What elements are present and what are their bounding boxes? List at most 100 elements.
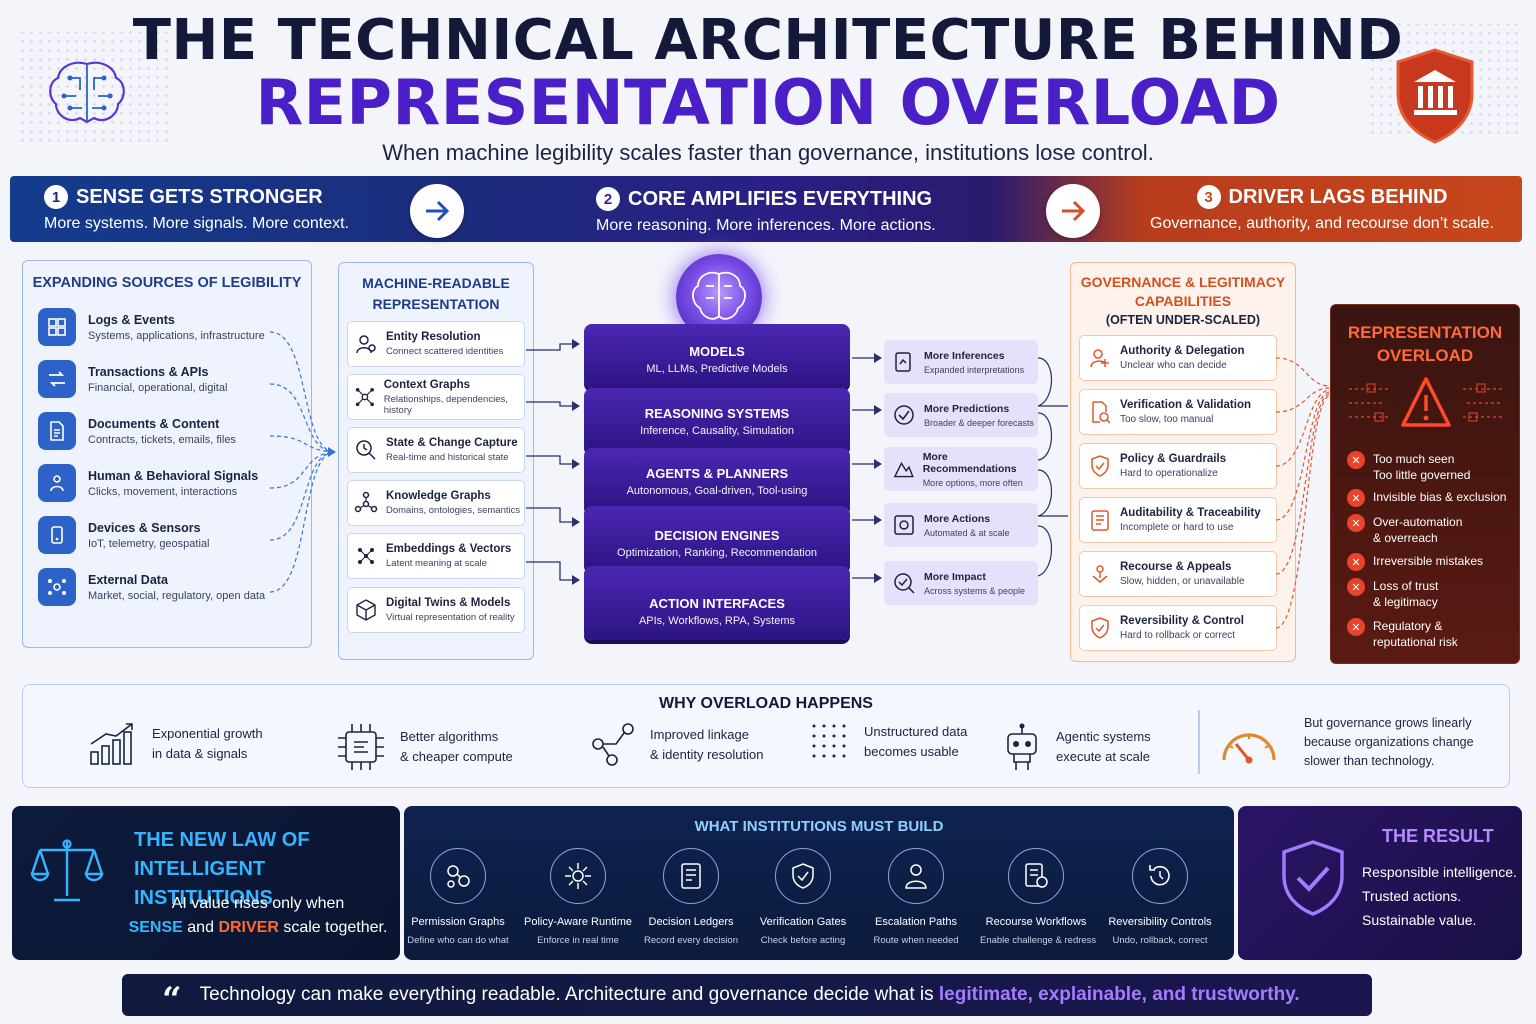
output-title: More Actions <box>924 512 991 525</box>
overload-item: ✕Regulatory &reputational risk <box>1347 618 1458 650</box>
policy-icon <box>1091 455 1109 477</box>
law-tail: scale together. <box>283 919 388 936</box>
why-governance-line-3: slower than technology. <box>1304 754 1435 768</box>
stage-1-number: 1 <box>44 185 68 209</box>
result-heading: THE RESULT <box>1382 826 1494 846</box>
sources-connector <box>269 331 336 593</box>
output-title: More Impact <box>924 570 986 583</box>
machine-item-title: State & Change Capture <box>386 437 518 449</box>
build-item-title: Policy-Aware Runtime <box>523 916 632 928</box>
layer-subtitle: APIs, Workflows, RPA, Systems <box>638 615 796 627</box>
stage-3-title: DRIVER LAGS BEHIND <box>1228 185 1448 208</box>
overload-item: ✕Irreversible mistakes <box>1347 553 1483 571</box>
overload-item-line-1: Loss of trust <box>1373 579 1439 593</box>
brain-icon <box>692 271 746 320</box>
ledger-icon <box>663 848 719 904</box>
action-icon <box>894 515 914 535</box>
why-line-2: in data & signals <box>152 746 248 761</box>
build-item-title: Escalation Paths <box>875 916 957 928</box>
machine-item-title: Embeddings & Vectors <box>386 543 512 555</box>
growth-chart-icon <box>90 723 133 765</box>
output-subtitle: Automated & at scale <box>924 527 1010 538</box>
source-subtitle: IoT, telemetry, geospatial <box>88 537 210 550</box>
document-icon <box>38 412 76 450</box>
stage-3-number: 3 <box>1196 185 1221 209</box>
overload-heading-2: OVERLOAD <box>1376 346 1474 365</box>
impact-icon <box>894 573 915 594</box>
graph-icon <box>355 387 374 407</box>
output-subtitle: Across systems & people <box>924 585 1026 596</box>
why-item: Improved linkage& identity resolution <box>590 722 763 768</box>
overload-heading-1: REPRESENTATION <box>1347 323 1503 342</box>
why-line-2: & identity resolution <box>650 747 764 762</box>
output-subtitle: More options, more often <box>922 477 1023 488</box>
entity-icon <box>356 335 376 354</box>
why-line-2: becomes usable <box>864 744 959 759</box>
quote-text: Technology can make everything readable.… <box>199 984 934 1005</box>
law-card: THE NEW LAW OF INTELLIGENT INSTITUTIONS … <box>12 806 400 960</box>
build-item-title: Verification Gates <box>759 916 847 928</box>
undo-icon <box>1132 848 1188 904</box>
audit-icon <box>1091 510 1109 531</box>
source-title: Logs & Events <box>88 312 175 327</box>
stage-3: 3 DRIVER LAGS BEHIND Governance, authorit… <box>1132 176 1512 242</box>
overload-item-line-2: & overreach <box>1373 531 1438 545</box>
source-title: Devices & Sensors <box>88 520 201 535</box>
why-line-1: Better algorithms <box>400 729 499 744</box>
why-item: Better algorithms& cheaper compute <box>336 722 513 772</box>
machine-heading-1: MACHINE-READABLE <box>362 275 510 291</box>
knowledge-graph-icon <box>354 491 378 513</box>
title-line-1: THE TECHNICAL ARCHITECTURE BEHIND <box>132 8 1404 73</box>
build-heading: WHAT INSTITUTIONS MUST BUILD <box>694 818 944 835</box>
why-governance-line-1: But governance grows linearly <box>1304 716 1472 730</box>
build-item-subtitle: Undo, rollback, correct <box>1112 935 1208 946</box>
output-subtitle: Expanded interpretations <box>924 364 1025 375</box>
recourse-icon <box>1092 565 1108 583</box>
source-subtitle: Clicks, movement, interactions <box>88 485 238 498</box>
close-icon: ✕ <box>1347 514 1365 532</box>
layer-title: REASONING SYSTEMS <box>644 406 790 421</box>
close-icon: ✕ <box>1347 618 1365 636</box>
result-card: THE RESULT Responsible intelligence. Tru… <box>1238 806 1522 960</box>
overload-item-line-2: & legitimacy <box>1373 595 1438 609</box>
why-governance-item: But governance grows linearly because org… <box>1218 714 1474 771</box>
stage-3-subtitle: Governance, authority, and recourse don’… <box>1150 215 1494 232</box>
machine-item-subtitle: Latent meaning at scale <box>386 558 487 569</box>
governance-item-title: Verification & Validation <box>1120 399 1252 411</box>
logs-icon <box>38 308 76 346</box>
law-heading-1: THE NEW LAW OF <box>134 829 310 851</box>
layer-subtitle: ML, LLMs, Predictive Models <box>646 363 788 375</box>
law-sense: SENSE <box>128 919 183 936</box>
chip-icon <box>338 724 384 770</box>
sources-heading: EXPANDING SOURCES OF LEGIBILITY <box>32 275 302 291</box>
why-governance-line-2: because organizations change <box>1304 735 1474 749</box>
build-item-subtitle: Check before acting <box>760 935 846 946</box>
arrow-right-icon <box>410 184 464 238</box>
output-title: More Inferences <box>924 349 1005 362</box>
why-heading: WHY OVERLOAD HAPPENS <box>659 695 873 712</box>
why-line-1: Agentic systems <box>1056 729 1151 744</box>
network-icon <box>38 568 76 606</box>
quote-highlight: legitimate, explainable, and trustworthy… <box>938 984 1300 1005</box>
title-line-2: REPRESENTATION OVERLOAD <box>255 66 1281 139</box>
governance-heading-1: GOVERNANCE & LEGITIMACY <box>1080 274 1286 290</box>
shield-check-icon <box>1282 840 1344 916</box>
overload-connector <box>1276 357 1331 629</box>
overload-item-line-1: Over-automation <box>1373 515 1463 529</box>
layer-subtitle: Inference, Causality, Simulation <box>640 425 794 437</box>
